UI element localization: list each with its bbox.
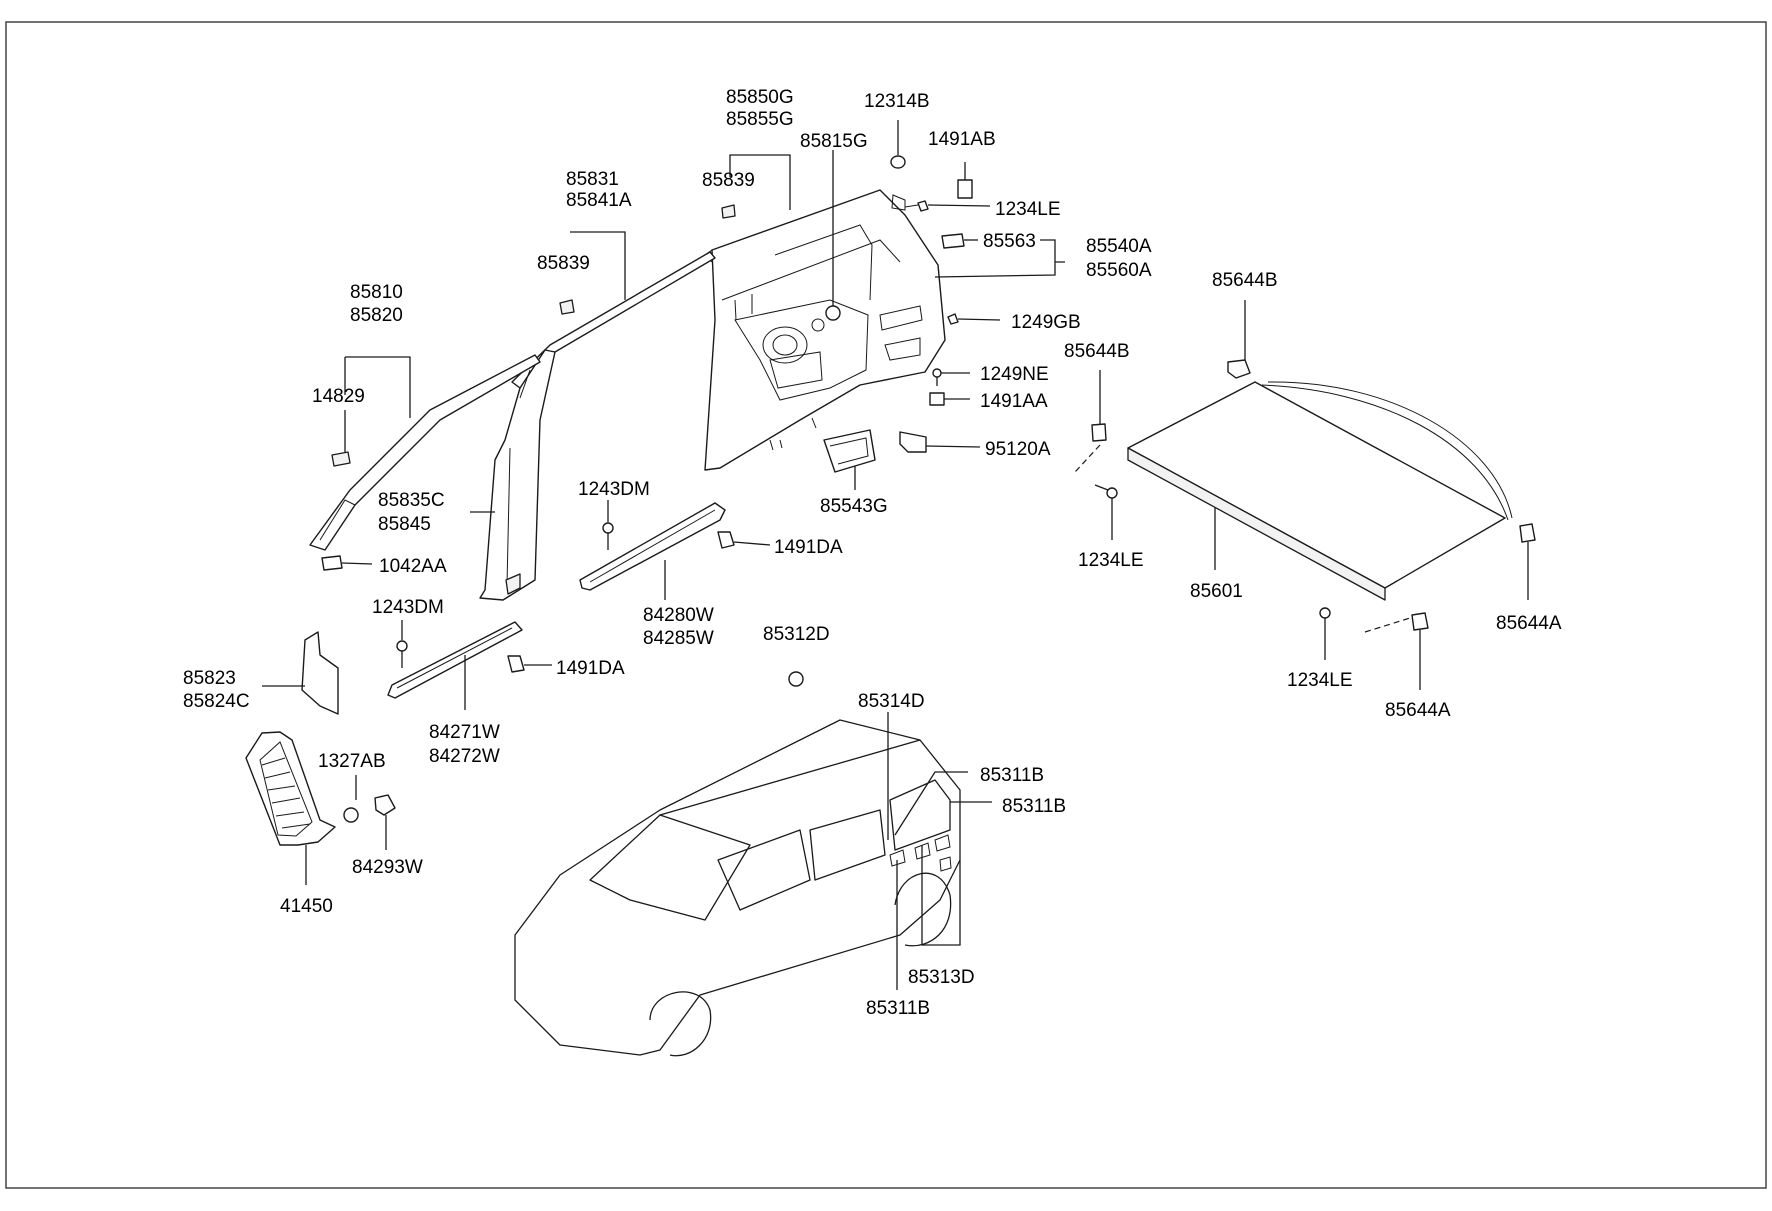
holder-85644B-left [1074, 370, 1107, 473]
clip-1491AA [929, 392, 970, 406]
bracket-85313D [921, 845, 961, 946]
label-84293W: 84293W [352, 857, 423, 878]
holder-85644A-right [1519, 523, 1536, 600]
label-85839-top: 85839 [702, 170, 755, 191]
clip-1491AB [957, 162, 973, 199]
holder-85644A-low [1411, 612, 1429, 690]
label-85855G: 85855G [726, 109, 794, 130]
screw-1249NE [932, 368, 970, 386]
label-85540A: 85540A [1086, 236, 1152, 257]
label-85824C: 85824C [183, 691, 250, 712]
screw-1234LE-mid [1094, 484, 1118, 540]
leader-85311B-a [894, 771, 968, 836]
clip-85839-top [721, 204, 736, 219]
bracket-85831 [570, 231, 626, 300]
a-pillar-trim-85810 [309, 354, 541, 551]
screw-1249GB [947, 313, 1001, 325]
label-85845: 85845 [378, 514, 431, 535]
label-1249GB: 1249GB [1011, 312, 1081, 333]
label-85644B-right: 85644B [1212, 270, 1278, 291]
label-1243DM-lower: 1243DM [372, 597, 444, 618]
label-95120A: 95120A [985, 439, 1051, 460]
label-85841A: 85841A [566, 190, 632, 211]
label-85312D: 85312D [763, 624, 830, 645]
label-41450: 41450 [280, 896, 333, 917]
label-85543G: 85543G [820, 496, 888, 517]
label-14829: 14829 [312, 386, 365, 407]
part-labels: 85850G 85855G 12314B 85815G 1491AB 85839… [183, 87, 1562, 1019]
label-85563: 85563 [983, 231, 1036, 252]
label-85839-mid: 85839 [537, 253, 590, 274]
label-1243DM-upper: 1243DM [578, 479, 650, 500]
clip-84293W [374, 794, 396, 850]
clip-1491DA-lower [507, 655, 552, 673]
cargo-cover-85601 [1127, 381, 1513, 601]
clip-14829 [331, 451, 351, 467]
label-1249NE: 1249NE [980, 364, 1049, 385]
stud-85815G [825, 150, 841, 321]
screw-1243DM-lower [396, 620, 408, 668]
label-84271W: 84271W [429, 722, 500, 743]
label-85644B-left: 85644B [1064, 341, 1130, 362]
label-85835C: 85835C [378, 490, 445, 511]
label-85314D: 85314D [858, 691, 925, 712]
plug-85312D [788, 671, 804, 687]
label-1234LE-low: 1234LE [1287, 670, 1353, 691]
lamp-95120A [899, 431, 981, 453]
label-84272W: 84272W [429, 746, 500, 767]
label-1234LE-mid: 1234LE [1078, 550, 1144, 571]
screw-1234LE-low [1319, 607, 1411, 660]
clip-85563 [941, 233, 978, 249]
cap-12314B [890, 155, 906, 169]
pillar-trim-85835C [470, 349, 556, 601]
clip-85839-mid [559, 299, 575, 315]
rear-quarter-trim-panel [704, 189, 946, 471]
bracket-85810 [344, 356, 411, 418]
scuff-plate-84280W [579, 502, 726, 600]
label-1491DA-lower: 1491DA [556, 658, 625, 679]
label-1491DA-upper: 1491DA [774, 537, 843, 558]
grille-41450 [245, 731, 336, 885]
clip-1491DA-upper [717, 531, 771, 549]
vehicle-outline [514, 719, 961, 1057]
label-1491AA: 1491AA [980, 391, 1048, 412]
label-12314B: 12314B [864, 91, 930, 112]
label-85601: 85601 [1190, 581, 1243, 602]
label-85644A-low: 85644A [1385, 700, 1451, 721]
label-1042AA: 1042AA [379, 556, 447, 577]
bracket-85540A [934, 239, 1065, 278]
clip-1042AA [321, 555, 373, 571]
label-85311B-a: 85311B [980, 765, 1044, 786]
label-85820: 85820 [350, 305, 403, 326]
label-1327AB: 1327AB [318, 751, 386, 772]
screw-1243DM-upper [602, 500, 614, 550]
bracket-85850G [729, 154, 791, 210]
screw-1234LE-top [904, 200, 991, 212]
label-1234LE-top: 1234LE [995, 199, 1061, 220]
label-1491AB: 1491AB [928, 129, 996, 150]
label-85815G: 85815G [800, 131, 868, 152]
label-85831: 85831 [566, 169, 619, 190]
label-85810: 85810 [350, 282, 403, 303]
label-85311B-c: 85311B [866, 998, 930, 1019]
label-85560A: 85560A [1086, 260, 1152, 281]
label-84280W: 84280W [643, 605, 714, 626]
label-85850G: 85850G [726, 87, 794, 108]
trim-85823 [262, 631, 339, 715]
label-85823: 85823 [183, 668, 236, 689]
diagram-frame [5, 21, 1767, 1189]
label-85311B-b: 85311B [1002, 796, 1066, 817]
tray-85543G [823, 429, 876, 490]
scuff-plate-84271W [387, 621, 523, 710]
label-85644A-right: 85644A [1496, 613, 1562, 634]
label-85313D: 85313D [908, 967, 975, 988]
holder-85644B-right [1227, 300, 1251, 379]
label-84285W: 84285W [643, 628, 714, 649]
nut-1327AB [343, 775, 359, 823]
